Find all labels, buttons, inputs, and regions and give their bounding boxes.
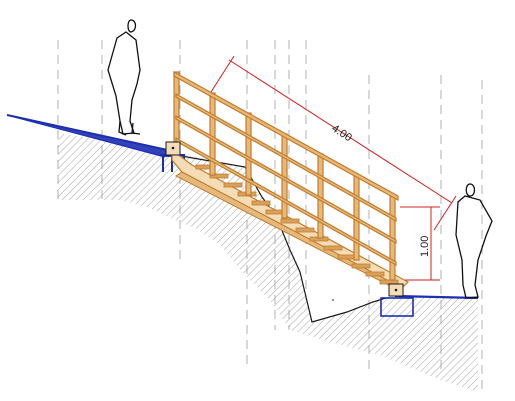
height-dimension-label: 1.00 [419,236,431,257]
survey-point-dot [332,299,334,301]
human-figure-upper [107,19,141,136]
height-dimension [400,206,440,281]
human-figure-lower [455,183,493,299]
ground-section-hatch [58,133,478,392]
terrain-profile-line [164,151,387,323]
lower-walkway [380,294,479,317]
length-dimension-label: 4.00 [329,122,354,144]
handrail [173,70,399,281]
length-dimension [210,55,457,231]
landing-blocks [165,141,404,297]
